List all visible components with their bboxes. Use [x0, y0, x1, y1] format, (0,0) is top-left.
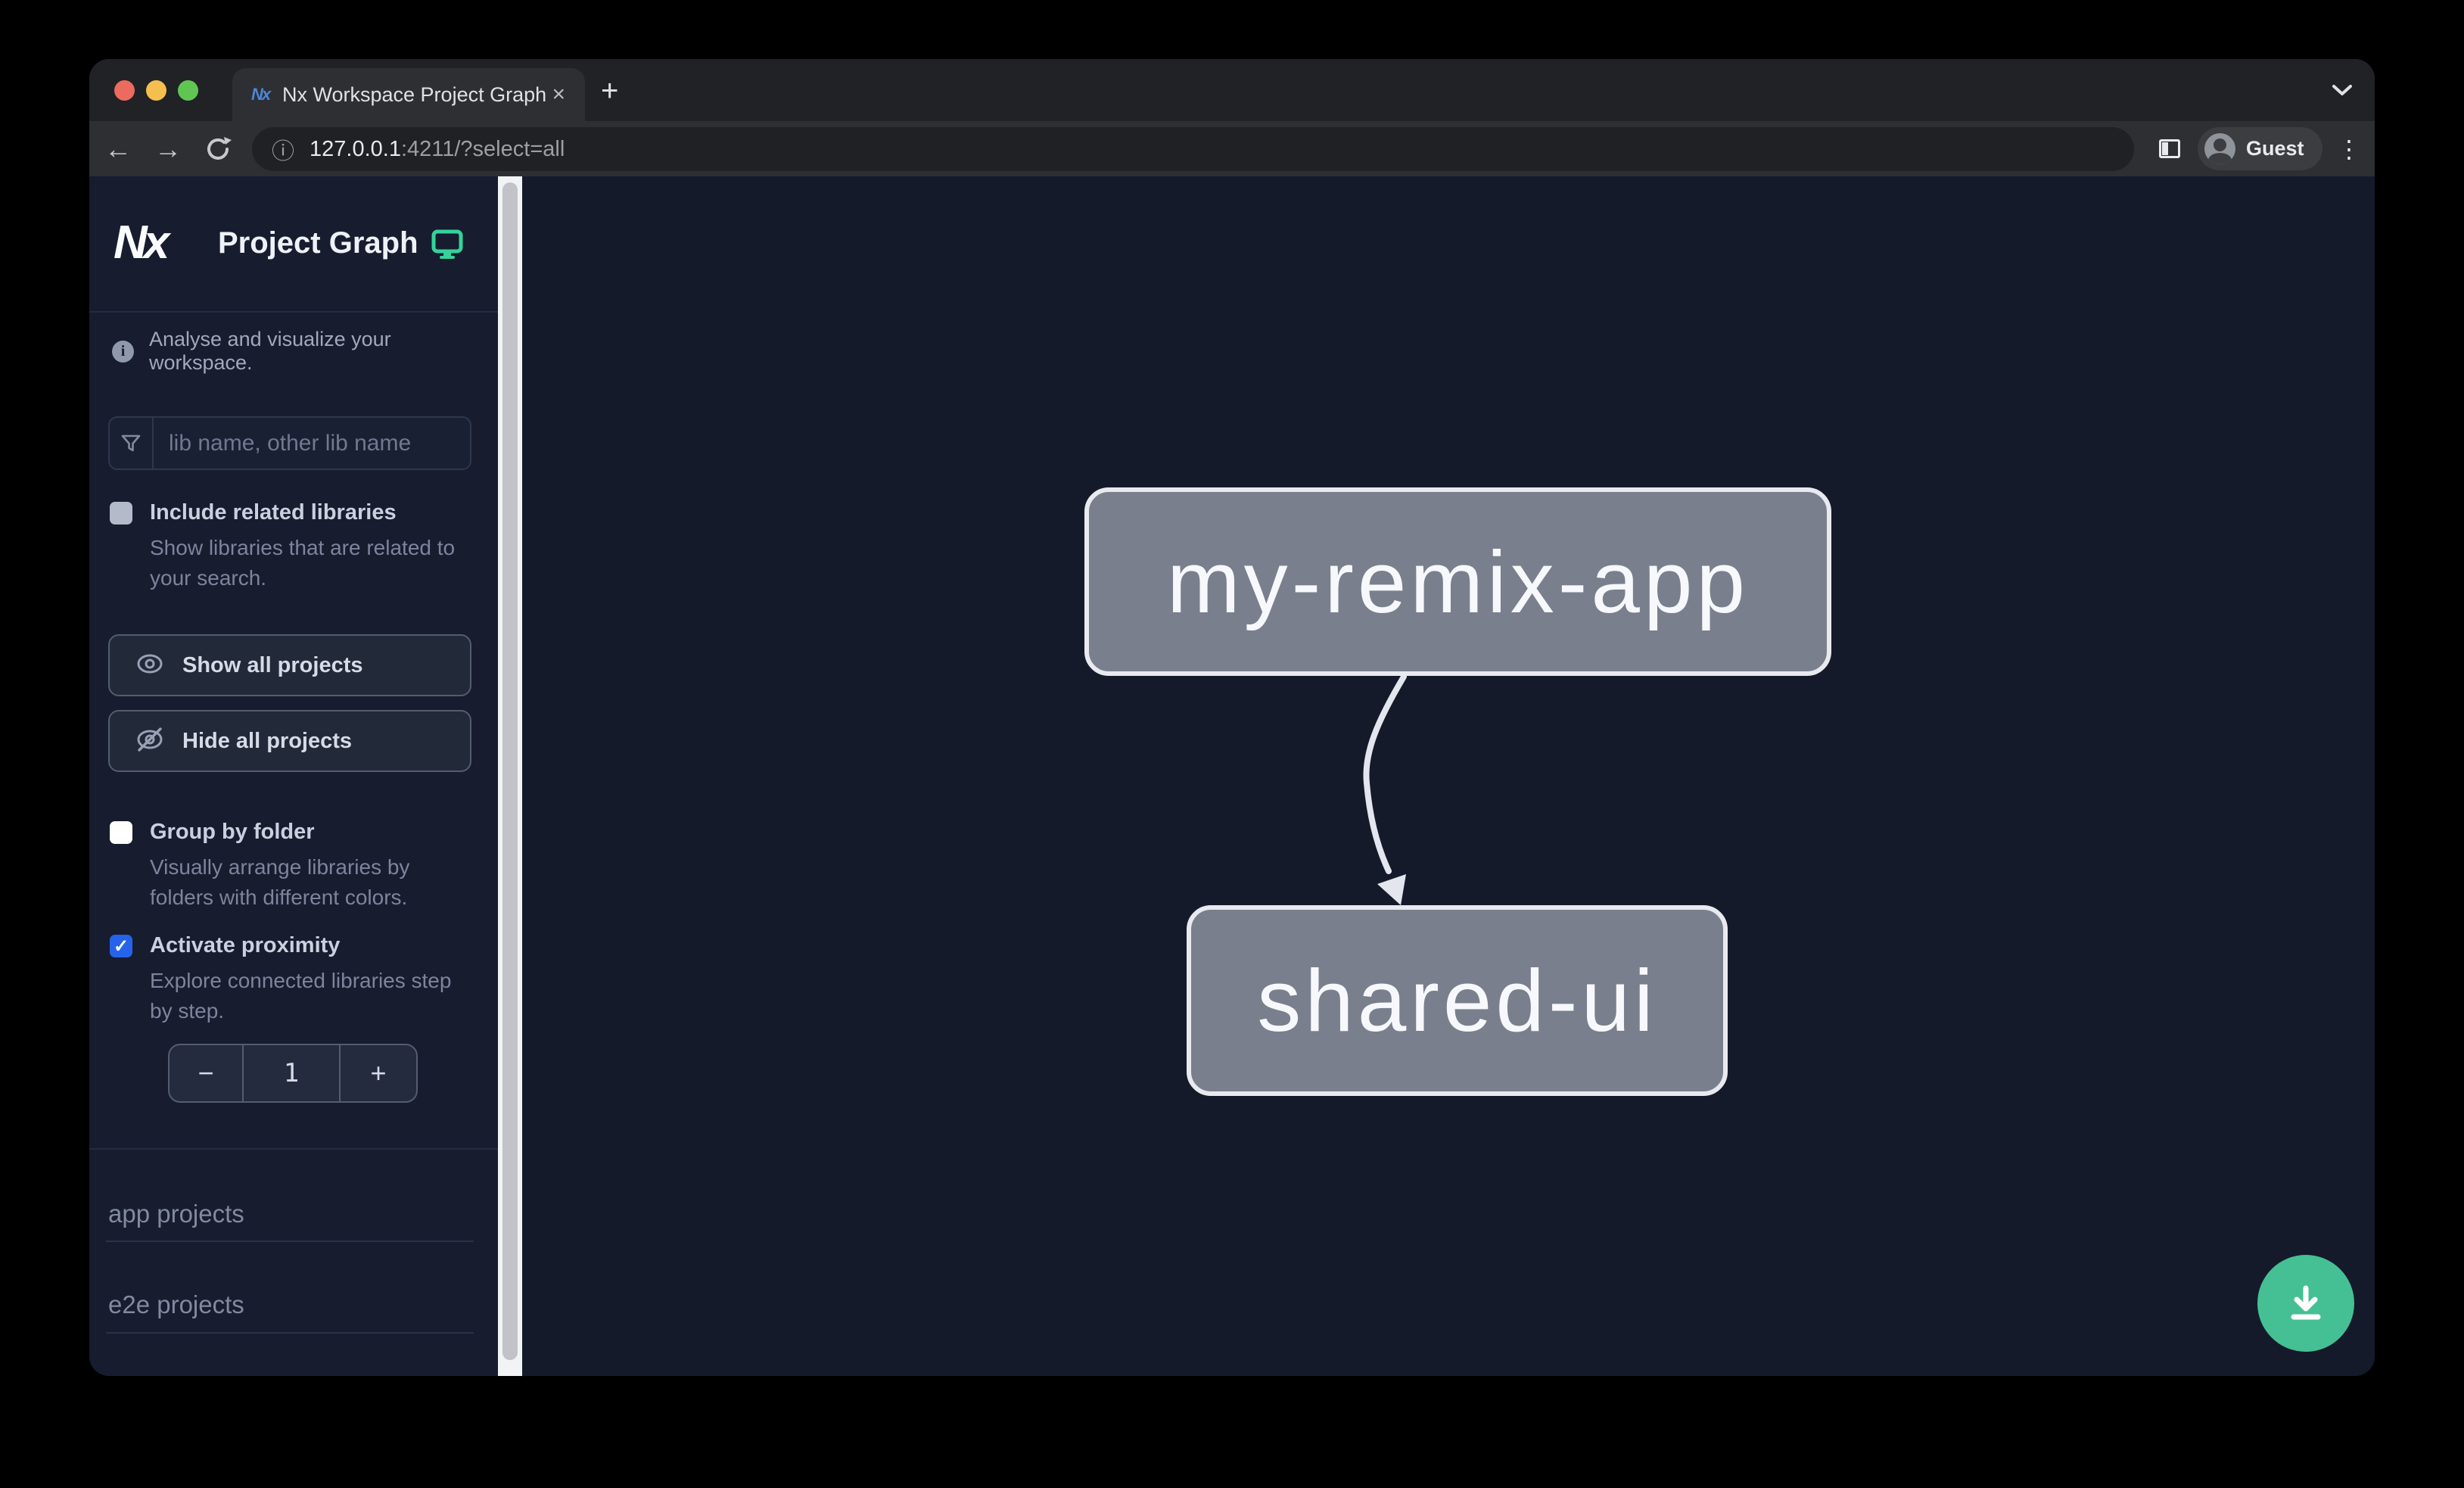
monitor-icon[interactable] [431, 229, 463, 263]
graph-node-my-remix-app[interactable]: my-remix-app [1084, 487, 1831, 676]
sidebar-scrollbar-thumb[interactable] [502, 182, 518, 1360]
sidebar: Nx Project Graph i Analyse and visualize… [89, 176, 498, 1376]
close-window-button[interactable] [114, 80, 135, 101]
option-description: Explore connected libraries step by step… [150, 969, 452, 1023]
dependency-edge [1363, 674, 1407, 905]
section-app-projects: app projects [108, 1200, 244, 1228]
divider [89, 311, 498, 313]
nx-favicon-icon: Nx [250, 85, 271, 104]
minimize-window-button[interactable] [146, 80, 166, 101]
hide-all-projects-button[interactable]: Hide all projects [108, 710, 471, 772]
browser-window: Nx Nx Workspace Project Graph × + ← → ⓘ … [89, 59, 2375, 1376]
option-description: Show libraries that are related to your … [150, 536, 456, 590]
divider [89, 1148, 498, 1150]
option-group-by-folder: Group by folder Visually arrange librari… [110, 820, 478, 913]
section-e2e-projects: e2e projects [108, 1290, 244, 1318]
button-label: Show all projects [182, 652, 363, 677]
forward-button[interactable]: → [154, 132, 182, 164]
browser-toolbar: ← → ⓘ 127.0.0.1:4211/?select=all Guest ⋮ [89, 121, 2375, 176]
nx-logo-icon: Nx [114, 216, 170, 269]
button-label: Hide all projects [182, 728, 353, 753]
fullscreen-window-button[interactable] [178, 80, 198, 101]
graph-node-shared-ui[interactable]: shared-ui [1187, 905, 1728, 1096]
option-activate-proximity: ✓ Activate proximity Explore connected l… [110, 933, 478, 1026]
tab-search-chevron-icon[interactable] [2329, 82, 2355, 102]
site-info-icon[interactable]: ⓘ [272, 139, 294, 164]
reload-button[interactable] [197, 121, 239, 176]
sidebar-scrollbar-track [498, 176, 522, 1376]
section-rule [106, 1332, 474, 1334]
search-box [108, 416, 476, 470]
page-title: Project Graph [218, 226, 418, 260]
download-graph-button[interactable] [2257, 1255, 2354, 1352]
profile-name: Guest [2246, 137, 2304, 160]
option-label: Include related libraries [150, 500, 397, 525]
eye-off-icon [135, 727, 164, 756]
decrement-button[interactable]: − [170, 1045, 244, 1101]
search-input[interactable] [154, 418, 476, 469]
new-tab-button[interactable]: + [601, 74, 619, 107]
url-path: :4211/?select=all [400, 136, 565, 161]
profile-button[interactable]: Guest [2198, 127, 2322, 170]
show-all-projects-button[interactable]: Show all projects [108, 634, 471, 696]
option-description: Visually arrange libraries by folders wi… [150, 855, 410, 909]
side-panel-icon[interactable] [2159, 139, 2180, 158]
tab-close-icon[interactable]: × [552, 82, 565, 107]
back-button[interactable]: ← [104, 132, 132, 164]
stepper-value: 1 [283, 1058, 300, 1088]
checkbox-include-related-libraries[interactable] [110, 502, 132, 525]
filter-icon [110, 418, 154, 469]
option-label: Group by folder [150, 820, 315, 844]
tab-bar: Nx Nx Workspace Project Graph × + [89, 59, 2375, 121]
page-content: Nx Project Graph i Analyse and visualize… [89, 176, 2375, 1376]
checkbox-activate-proximity[interactable]: ✓ [110, 935, 132, 957]
project-graph-canvas[interactable]: my-remix-app shared-ui [522, 176, 2375, 1376]
tagline: Analyse and visualize your workspace. [149, 328, 391, 374]
browser-menu-button[interactable]: ⋮ [2337, 135, 2361, 163]
info-icon: i [112, 340, 134, 363]
node-label: my-remix-app [1167, 532, 1749, 631]
eye-icon [135, 652, 164, 679]
proximity-stepper: − 1 + [168, 1044, 418, 1103]
node-label: shared-ui [1257, 951, 1657, 1050]
browser-tab[interactable]: Nx Nx Workspace Project Graph × [232, 68, 585, 121]
option-include-related-libraries: Include related libraries Show libraries… [110, 500, 478, 593]
avatar-icon [2204, 133, 2235, 164]
tab-title: Nx Workspace Project Graph [282, 82, 547, 106]
download-icon [2283, 1279, 2329, 1328]
address-bar[interactable]: ⓘ 127.0.0.1:4211/?select=all [252, 127, 2134, 171]
checkbox-group-by-folder[interactable] [110, 821, 132, 844]
option-label: Activate proximity [150, 933, 341, 957]
url-host: 127.0.0.1 [310, 136, 401, 161]
section-rule [106, 1241, 474, 1242]
increment-button[interactable]: + [339, 1045, 416, 1101]
